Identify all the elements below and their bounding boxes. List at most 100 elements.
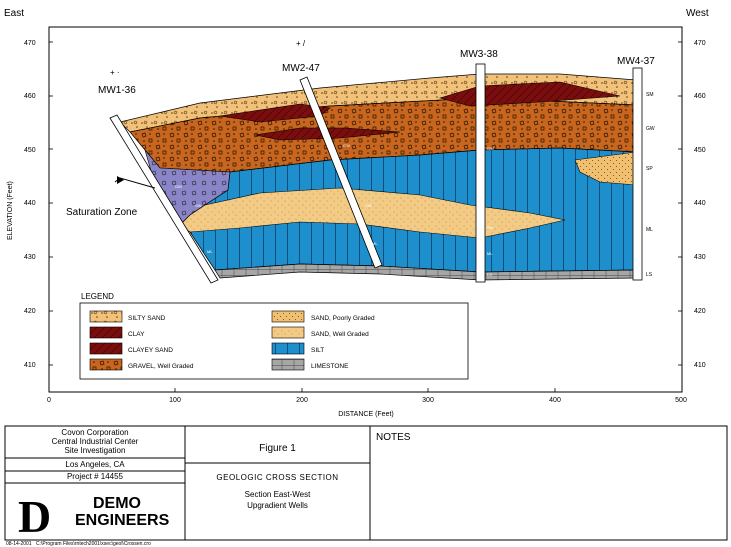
project-number: Project # 14455 [66, 472, 124, 481]
inline-code-1: GW [175, 184, 182, 189]
legend-label-sand-poor: SAND, Poorly Graded [311, 315, 375, 322]
demo-engineers-logo: D DEMO ENGINEERS [18, 491, 170, 542]
inline-code-2: SW [195, 203, 202, 208]
saturation-label: Saturation Zone [66, 207, 138, 218]
inline-code-10: LS [487, 272, 492, 277]
well-markers: + · + / [110, 39, 306, 77]
x-ticks: 0 100 200 300 400 500 [47, 397, 687, 404]
marker-mw2: + / [296, 39, 306, 48]
inline-code-7: GW [487, 146, 494, 151]
well-label-mw4: MW4-37 [617, 56, 655, 67]
code-gw: GW [646, 126, 655, 132]
company-line-1: Covon Corporation [61, 428, 129, 437]
legend-swatch-clay [89, 326, 123, 339]
well-labels: MW1-36 MW2-47 MW3-38 MW4-37 [98, 49, 655, 96]
x-tickmarks [174, 388, 556, 392]
figure-number: Figure 1 [259, 443, 296, 454]
y-tick-440: 440 [24, 200, 36, 207]
well-label-mw3: MW3-38 [460, 49, 498, 60]
location-text: Los Angeles, CA [65, 460, 125, 469]
logo-letter: D [18, 491, 51, 542]
saturation-arrowhead [117, 176, 124, 184]
legend-label-silty-sand: SILTY SAND [128, 315, 166, 322]
wells [109, 63, 643, 284]
legend-swatch-silty-sand [89, 310, 123, 323]
inline-code-6: ML [372, 241, 378, 246]
marker-mw1: + · [110, 68, 120, 77]
y-tick-r-440: 440 [694, 200, 706, 207]
logo-line-2: ENGINEERS [75, 512, 170, 529]
y-tick-r-470: 470 [694, 40, 706, 47]
y-tick-410: 410 [24, 362, 36, 369]
legend-label-clayey-sand: CLAYEY SAND [128, 347, 173, 354]
inline-code-8: SW [487, 225, 494, 230]
legend-label-clay: CLAY [128, 331, 145, 338]
inline-code-9: ML [487, 251, 493, 256]
inline-code-5: SW [365, 203, 372, 208]
legend-label-limestone: LIMESTONE [311, 363, 349, 370]
x-tick-400: 400 [549, 397, 561, 404]
inline-code-3: ML [207, 249, 213, 254]
legend: LEGEND SILTY SAND SAND, Poorly Graded CL… [79, 292, 469, 380]
well-casing-mw4 [632, 67, 643, 281]
code-ml: ML [646, 227, 653, 233]
y-tick-470: 470 [24, 40, 36, 47]
x-tick-0: 0 [47, 397, 51, 404]
logo-line-1: DEMO [93, 495, 141, 512]
legend-swatch-clayey-sand [89, 342, 123, 355]
legend-swatch-gravel [89, 358, 123, 371]
well-label-mw1: MW1-36 [98, 85, 136, 96]
y-tick-r-420: 420 [694, 308, 706, 315]
y-tickmarks-right [678, 41, 682, 366]
stratum-clay-lens-1 [219, 103, 331, 123]
well-casing-mw2 [299, 76, 383, 269]
y-tick-460: 460 [24, 93, 36, 100]
section-subtitle-2: Upgradient Wells [247, 501, 308, 510]
inline-code-4: GW [343, 143, 350, 148]
y-tick-r-430: 430 [694, 254, 706, 261]
inline-codes: GW SW ML GW SW ML GW SW ML LS [175, 143, 494, 277]
well-casing-mw3 [475, 63, 486, 283]
stratum-sand-poor [574, 151, 637, 186]
company-line-3: Site Investigation [64, 446, 126, 455]
corner-west: West [686, 8, 709, 19]
legend-swatch-silt [271, 342, 305, 355]
notes-label: NOTES [376, 432, 411, 443]
section-title: GEOLOGIC CROSS SECTION [216, 473, 339, 482]
company-line-2: Central Industrial Center [51, 437, 139, 446]
well-casing-mw1 [109, 114, 219, 284]
y-ticks-right: 470 460 450 440 430 420 410 [694, 40, 706, 369]
mw4-codes: SM GW SP ML LS [646, 92, 655, 278]
footer-date: 08-14-2001 [6, 541, 32, 547]
legend-label-silt: SILT [311, 347, 324, 354]
code-sp: SP [646, 166, 653, 172]
y-ticks-left: 470 460 450 440 430 420 410 [24, 40, 36, 369]
legend-title: LEGEND [81, 292, 114, 301]
legend-label-sand-well: SAND, Well Graded [311, 331, 369, 338]
y-axis-label: ELEVATION (Feet) [7, 181, 14, 240]
x-tick-500: 500 [675, 397, 687, 404]
corner-east: East [4, 8, 24, 19]
legend-swatch-limestone [271, 358, 305, 371]
code-ls: LS [646, 272, 653, 278]
legend-swatch-sand-poor [271, 310, 305, 323]
footer-path: C:\Program Files\rntech2001\xsec\geol\Cr… [36, 541, 151, 547]
x-tick-100: 100 [169, 397, 181, 404]
y-tick-r-460: 460 [694, 93, 706, 100]
section-subtitle-1: Section East-West [244, 490, 311, 499]
code-sm: SM [646, 92, 654, 98]
y-tickmarks-left [49, 41, 53, 366]
x-axis-label: DISTANCE (Feet) [338, 411, 394, 418]
y-tick-420: 420 [24, 308, 36, 315]
well-label-mw2: MW2-47 [282, 63, 320, 74]
x-tick-300: 300 [422, 397, 434, 404]
legend-label-gravel: GRAVEL, Well Graded [128, 363, 194, 370]
x-tick-200: 200 [296, 397, 308, 404]
y-tick-r-410: 410 [694, 362, 706, 369]
y-tick-r-450: 450 [694, 147, 706, 154]
y-tick-450: 450 [24, 147, 36, 154]
y-tick-430: 430 [24, 254, 36, 261]
legend-swatch-sand-well [271, 326, 305, 339]
title-block-lines [4, 425, 728, 541]
